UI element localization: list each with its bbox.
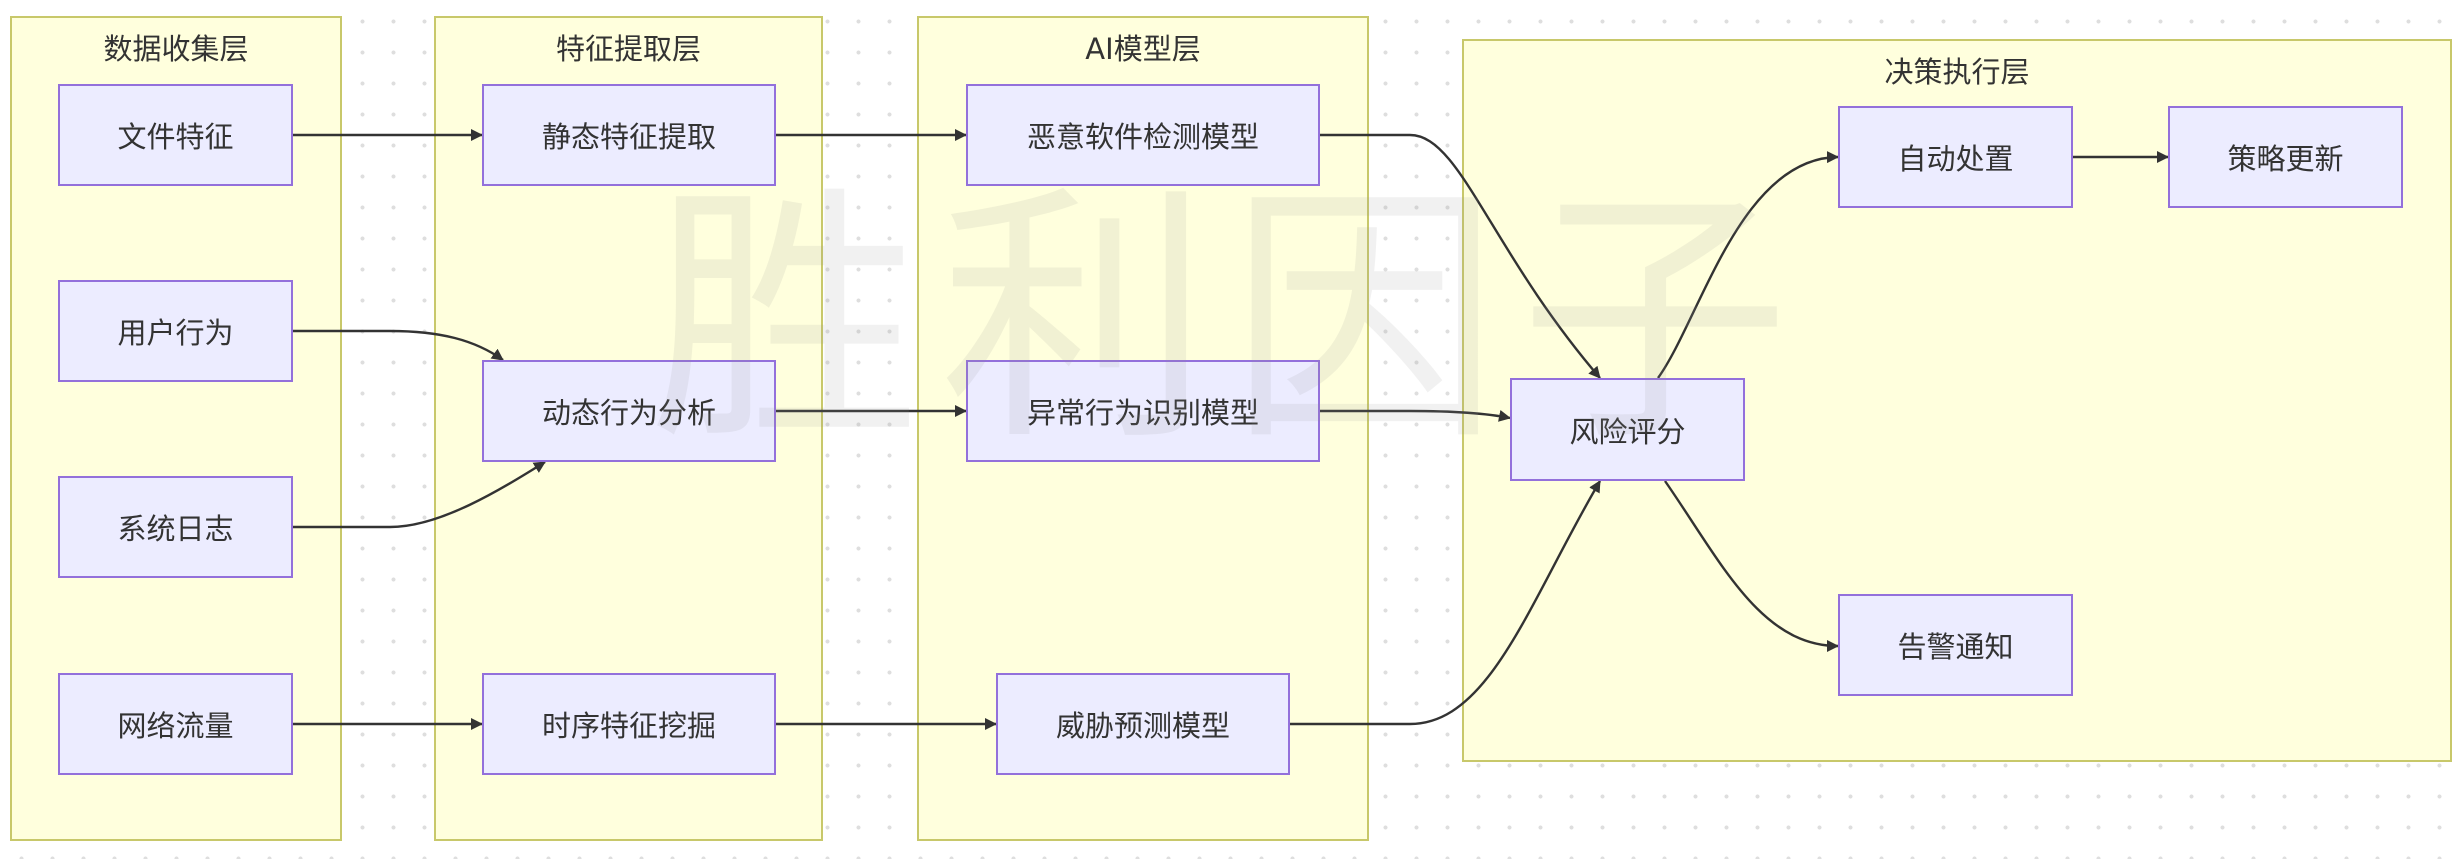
layer-title-feature-extraction: 特征提取层 — [555, 32, 701, 66]
layer-title-ai-models: AI模型层 — [1085, 32, 1201, 66]
edge-system-logs-to-dynamic-analysis — [293, 460, 546, 529]
node-policy-update[interactable]: 策略更新 — [2168, 106, 2403, 208]
edge-malware-model-to-risk-score — [1320, 133, 1601, 379]
node-file-features[interactable]: 文件特征 — [58, 84, 293, 186]
node-auto-response[interactable]: 自动处置 — [1838, 106, 2073, 208]
node-anomaly-model[interactable]: 异常行为识别模型 — [966, 360, 1320, 462]
edge-anomaly-model-to-risk-score — [1320, 409, 1511, 422]
node-risk-score[interactable]: 风险评分 — [1510, 378, 1745, 481]
edge-risk-score-to-auto-response — [1657, 151, 1839, 379]
node-static-extraction[interactable]: 静态特征提取 — [482, 84, 776, 186]
node-malware-model[interactable]: 恶意软件检测模型 — [966, 84, 1320, 186]
layer-title-data-collection: 数据收集层 — [103, 32, 249, 66]
edge-threat-model-to-risk-score — [1290, 480, 1602, 726]
node-system-logs[interactable]: 系统日志 — [58, 476, 293, 578]
node-network-traffic[interactable]: 网络流量 — [58, 673, 293, 775]
node-dynamic-analysis[interactable]: 动态行为分析 — [482, 360, 776, 462]
edge-risk-score-to-alert — [1664, 480, 1839, 652]
node-alert[interactable]: 告警通知 — [1838, 594, 2073, 696]
node-temporal-mining[interactable]: 时序特征挖掘 — [482, 673, 776, 775]
node-threat-model[interactable]: 威胁预测模型 — [996, 673, 1290, 775]
node-user-behavior[interactable]: 用户行为 — [58, 280, 293, 382]
edge-user-behavior-to-dynamic-analysis — [293, 329, 504, 361]
layer-title-decision-execution: 决策执行层 — [1884, 55, 2030, 89]
